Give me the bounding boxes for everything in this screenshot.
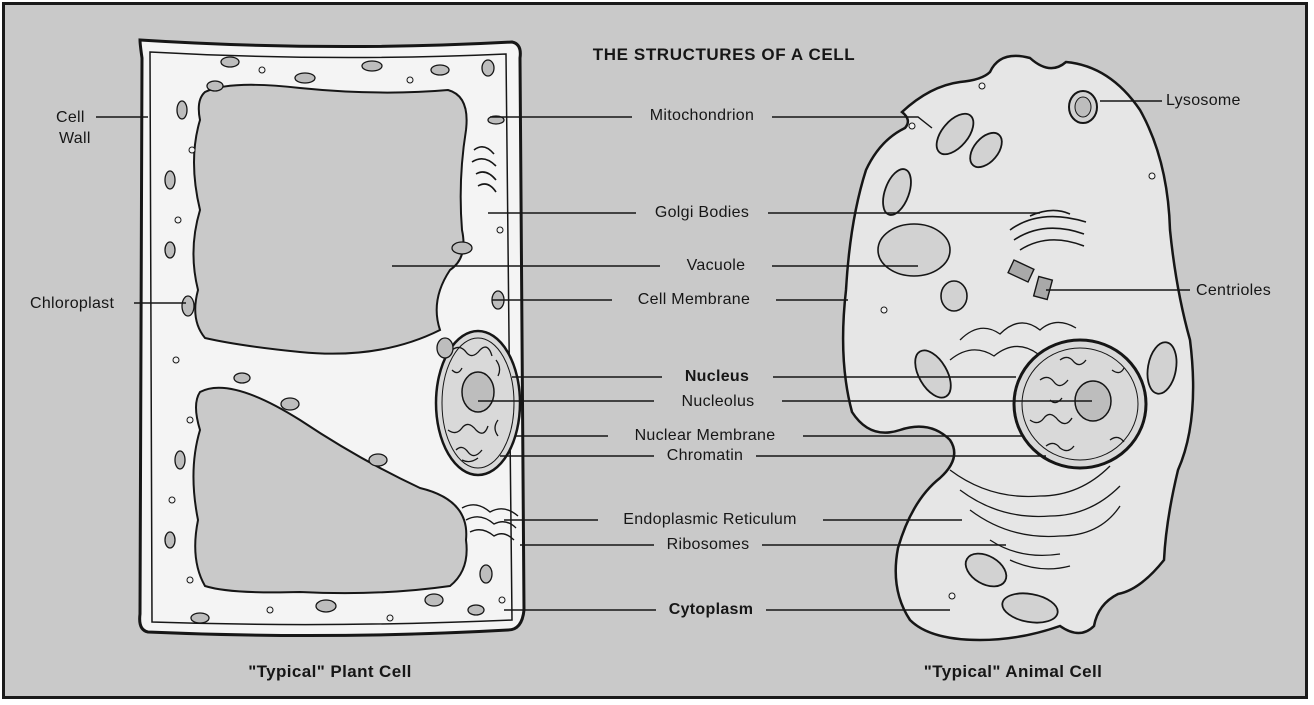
label-mitochondrion: Mitochondrion bbox=[650, 107, 754, 125]
plant-vacuole-upper bbox=[193, 85, 466, 354]
label-golgi-bodies: Golgi Bodies bbox=[655, 204, 749, 222]
label-cytoplasm: Cytoplasm bbox=[669, 601, 754, 619]
caption-plant-cell: "Typical" Plant Cell bbox=[248, 663, 412, 681]
label-cell-wall-line2: Wall bbox=[59, 130, 91, 148]
diagram-title: THE STRUCTURES OF A CELL bbox=[593, 46, 855, 64]
animal-granule bbox=[941, 281, 967, 311]
label-nuclear-membrane: Nuclear Membrane bbox=[635, 427, 776, 445]
label-nucleus: Nucleus bbox=[685, 368, 749, 386]
label-nucleolus: Nucleolus bbox=[682, 393, 755, 411]
label-ribosomes: Ribosomes bbox=[667, 536, 750, 554]
plant-nucleolus bbox=[462, 372, 494, 412]
label-cell-wall-line1: Cell bbox=[56, 109, 85, 127]
label-vacuole: Vacuole bbox=[687, 257, 746, 275]
label-lysosome: Lysosome bbox=[1166, 92, 1241, 110]
label-cell-membrane: Cell Membrane bbox=[638, 291, 750, 309]
label-chloroplast: Chloroplast bbox=[30, 295, 114, 313]
label-centrioles: Centrioles bbox=[1196, 282, 1271, 300]
plant-cell bbox=[140, 40, 524, 636]
animal-vacuole bbox=[878, 224, 950, 276]
animal-lysosome-core bbox=[1075, 97, 1091, 117]
label-endoplasmic-reticulum: Endoplasmic Reticulum bbox=[623, 511, 796, 529]
animal-cell bbox=[843, 56, 1193, 640]
caption-animal-cell: "Typical" Animal Cell bbox=[924, 663, 1103, 681]
label-chromatin: Chromatin bbox=[667, 447, 744, 465]
